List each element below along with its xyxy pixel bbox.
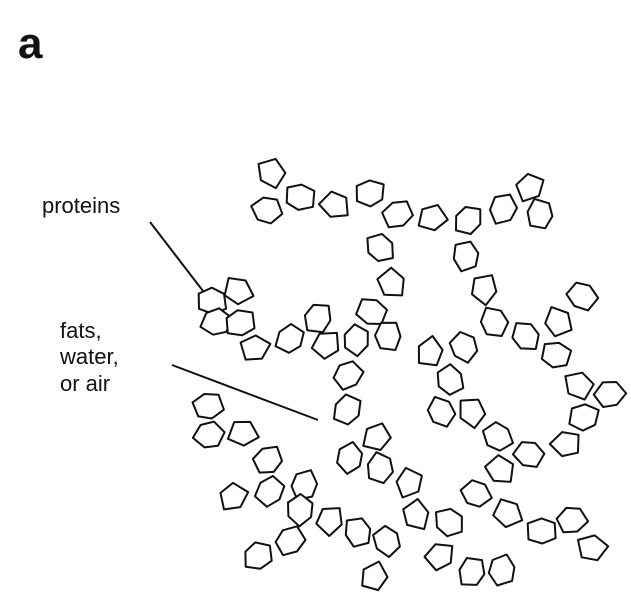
protein-unit	[417, 335, 444, 367]
protein-unit	[333, 393, 362, 426]
protein-unit	[315, 507, 343, 537]
protein-unit	[489, 193, 518, 225]
label-fats-line-3: or air	[60, 370, 111, 396]
protein-unit	[219, 481, 250, 511]
protein-unit	[285, 183, 316, 211]
protein-unit	[303, 303, 332, 334]
protein-unit	[426, 395, 457, 428]
protein-unit	[361, 560, 389, 592]
protein-unit	[257, 157, 287, 190]
protein-unit	[355, 179, 385, 208]
label-fats-line-2: water,	[60, 344, 119, 370]
protein-unit	[540, 341, 573, 369]
protein-unit	[423, 543, 454, 572]
protein-unit	[395, 466, 423, 499]
protein-unit	[459, 479, 493, 508]
protein-unit	[555, 506, 590, 534]
protein-unit	[544, 306, 573, 338]
panel-letter: a	[18, 19, 43, 68]
protein-unit	[191, 420, 226, 449]
protein-unit	[310, 331, 340, 360]
leader-line-proteins	[149, 221, 204, 292]
protein-unit	[511, 441, 546, 468]
protein-unit	[515, 172, 545, 203]
protein-unit	[458, 557, 486, 586]
protein-unit	[227, 420, 260, 447]
protein-unit	[417, 204, 449, 232]
protein-unit	[548, 431, 580, 458]
protein-unit	[577, 534, 610, 562]
protein-unit	[374, 321, 402, 351]
label-fats-water-air: fats, water, or air	[60, 318, 180, 397]
protein-unit	[487, 553, 516, 587]
protein-unit	[592, 381, 628, 408]
protein-unit	[526, 197, 554, 230]
protein-unit	[366, 233, 394, 262]
protein-unit	[366, 451, 394, 485]
protein-unit	[223, 277, 255, 306]
protein-unit	[274, 323, 305, 354]
protein-unit	[336, 441, 364, 475]
protein-unit	[344, 517, 372, 548]
protein-unit	[253, 475, 286, 508]
protein-unit	[199, 307, 233, 336]
protein-unit	[452, 240, 480, 273]
protein-unit	[250, 196, 284, 225]
protein-unit	[455, 206, 482, 235]
protein-unit	[290, 469, 319, 501]
protein-unit	[526, 517, 557, 545]
label-proteins: proteins	[42, 193, 121, 218]
label-fats-line-1: fats,	[60, 318, 102, 343]
protein-unit	[564, 371, 595, 401]
protein-unit	[436, 363, 465, 396]
protein-unit	[225, 309, 256, 337]
protein-unit	[565, 281, 600, 312]
protein-unit	[355, 298, 388, 325]
protein-unit	[479, 306, 510, 337]
protein-unit	[376, 266, 405, 297]
protein-unit	[362, 422, 392, 451]
protein-unit	[287, 493, 314, 528]
protein-unit	[511, 322, 540, 350]
protein-unit	[372, 524, 401, 558]
protein-unit	[484, 454, 514, 483]
protein-unit	[343, 323, 369, 358]
protein-unit	[459, 398, 487, 430]
leader-line-fats-water-air	[171, 364, 319, 421]
protein-unit	[568, 403, 600, 432]
protein-unit	[274, 525, 307, 557]
protein-unit	[448, 331, 479, 364]
protein-unit	[492, 498, 524, 529]
protein-unit	[471, 274, 498, 307]
protein-unit	[402, 498, 430, 531]
protein-unit	[317, 190, 349, 218]
protein-unit	[481, 421, 514, 452]
protein-unit	[239, 334, 272, 361]
protein-unit	[244, 541, 273, 570]
protein-unit	[435, 507, 463, 538]
protein-unit	[191, 393, 225, 420]
protein-unit	[381, 200, 414, 229]
protein-unit	[251, 445, 283, 474]
protein-unit	[332, 360, 365, 391]
